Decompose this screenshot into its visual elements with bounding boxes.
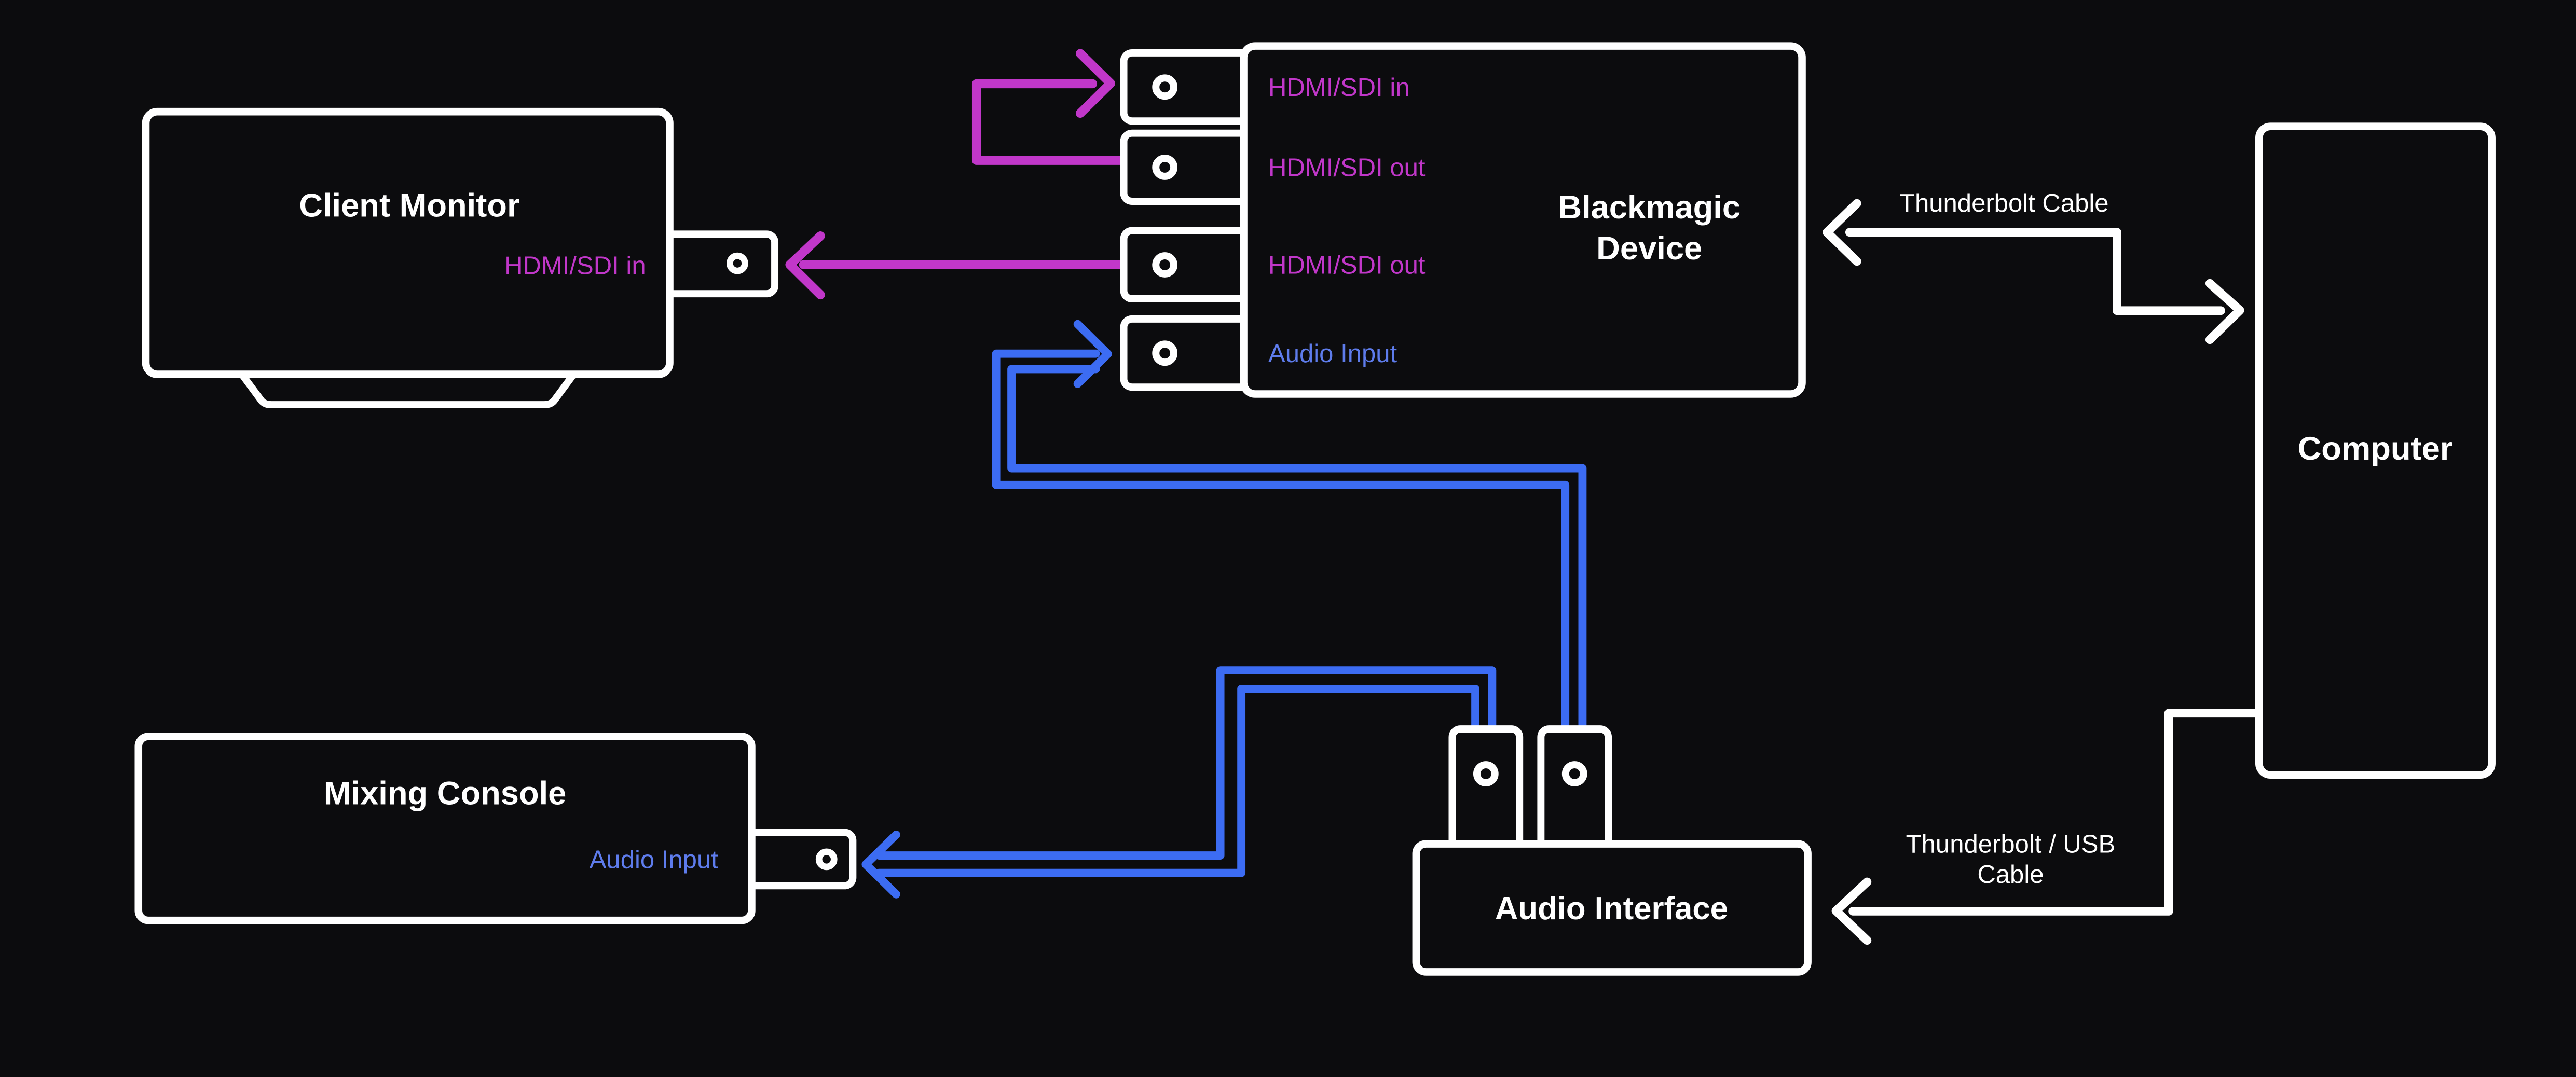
cable-hdmi-to-monitor [785,231,1128,300]
cable-audio-interface-to-blackmagic [992,320,1587,737]
arrow-left-icon [861,830,900,899]
computer-title: Computer [2298,431,2453,467]
client-monitor-title: Client Monitor [299,188,519,224]
cable-hdmi-loopback [971,49,1128,165]
blackmagic-port-label-hdmi-out-2: HDMI/SDI out [1268,252,1426,280]
audio-cable-line [875,684,1479,877]
blackmagic-port-label-audio-input: Audio Input [1268,340,1397,368]
thunderbolt-usb-cable-line [1848,709,2264,916]
video-cable-line [971,79,1128,165]
arrow-right-icon [1073,320,1112,388]
computer-box [2255,122,2496,779]
port-jack-icon [1152,340,1178,366]
blackmagic-port-audio-input [1120,315,1255,391]
port-jack-icon [1152,74,1178,100]
arrow-left-icon [1823,199,1861,266]
mixing-console-box [134,733,756,924]
audio-cable-line [1007,365,1587,737]
client-monitor-box [142,107,674,378]
audio-interface-title: Audio Interface [1495,891,1728,927]
blackmagic-port-label-hdmi-out-1: HDMI/SDI out [1268,154,1426,182]
blackmagic-port-hdmi-in [1120,49,1255,125]
audio-cable-line [875,666,1497,860]
mixing-console-port-jack-icon [815,848,838,871]
arrow-left-icon [1831,877,1872,945]
mixing-console-title: Mixing Console [324,776,567,812]
audio-interface-node: Audio Interface [1412,725,1812,976]
thunderbolt-cable-label: Thunderbolt Cable [1899,189,2109,217]
audio-interface-port-left [1448,725,1524,854]
blackmagic-port-label-hdmi-in: HDMI/SDI in [1268,74,1410,102]
client-monitor-port-label: HDMI/SDI in [504,252,646,280]
blackmagic-device-node: HDMI/SDI in HDMI/SDI out HDMI/SDI out Au… [1120,42,1806,398]
audio-cable-line [992,349,1570,737]
audio-interface-box [1412,840,1812,976]
blackmagic-device-box [1240,42,1806,398]
cable-thunderbolt: Thunderbolt Cable [1823,189,2244,344]
arrow-right-icon [1075,49,1115,118]
mixing-console-port-label: Audio Input [590,846,719,874]
client-monitor-node: Client Monitor HDMI/SDI in [142,107,779,409]
port-jack-icon [1473,761,1499,786]
port-jack-icon [1152,155,1178,180]
mixing-console-node: Mixing Console Audio Input [134,733,857,924]
arrow-left-icon [785,231,825,300]
cable-audio-interface-to-mixer [861,666,1497,899]
blackmagic-port-hdmi-out-1 [1120,129,1255,205]
blackmagic-port-hdmi-out-2 [1120,227,1255,302]
thunderbolt-usb-cable-label-line2: Cable [1977,861,2044,889]
port-jack-icon [1152,252,1178,278]
port-jack-icon [1561,761,1587,786]
computer-node: Computer [2255,122,2496,779]
blackmagic-device-title-line2: Device [1596,230,1702,267]
client-monitor-port [657,230,779,298]
client-monitor-port-jack-icon [727,252,748,274]
cable-thunderbolt-usb: Thunderbolt / USB Cable [1831,709,2264,945]
audio-interface-port-right [1537,725,1612,854]
thunderbolt-cable-line [1845,228,2225,315]
blackmagic-device-title-line1: Blackmagic [1558,189,1741,226]
thunderbolt-usb-cable-label-line1: Thunderbolt / USB [1906,830,2116,858]
arrow-right-icon [2205,279,2244,344]
monitor-stand [239,372,577,409]
